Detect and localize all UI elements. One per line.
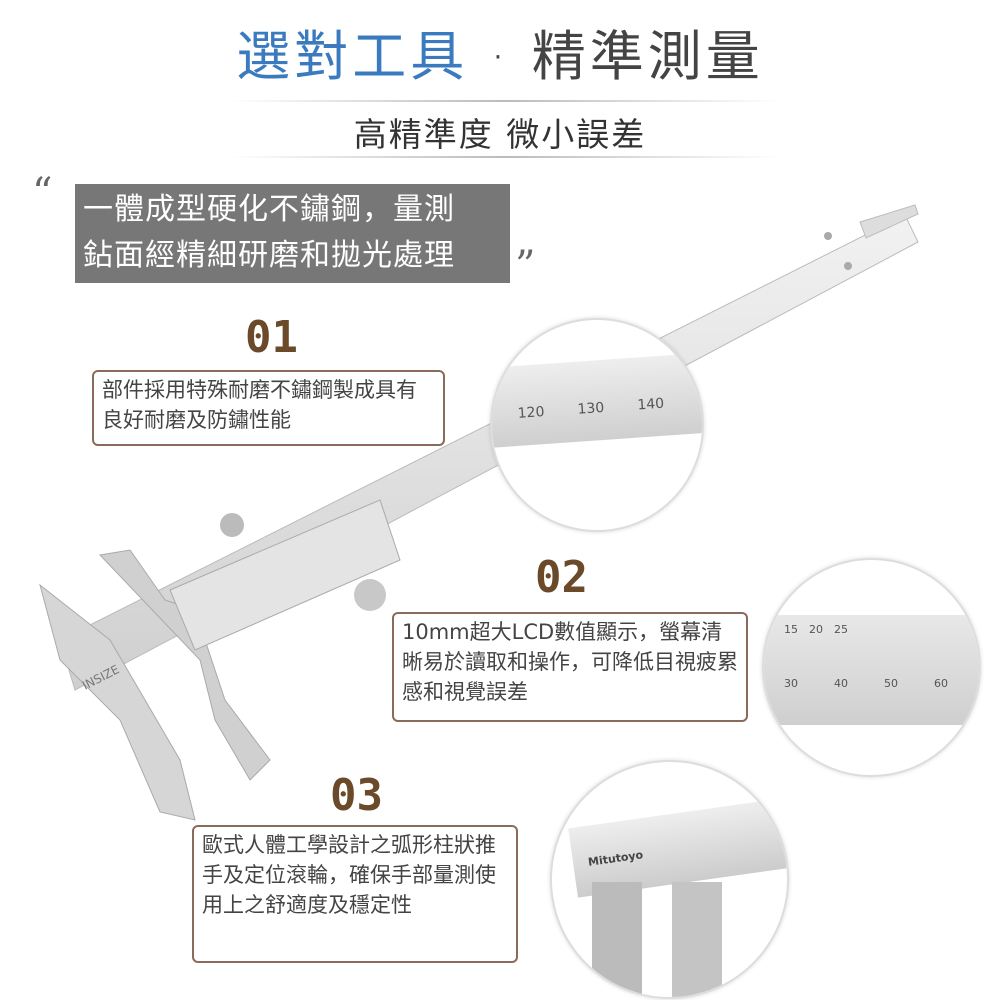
detail-circle-vernier: 15 20 25 30 40 50 60	[762, 558, 981, 777]
close-quote-mark: ”	[515, 243, 536, 289]
feature-number-3: 03	[330, 770, 383, 821]
page-title: 選對工具 · 精準測量	[0, 12, 1000, 91]
title-highlight: 選對工具	[236, 25, 469, 88]
scale-label: 120	[517, 404, 545, 422]
scale-label: 140	[636, 395, 665, 414]
fixed-jaw	[39, 583, 196, 821]
depth-rod	[859, 204, 919, 239]
scale-label: 15	[784, 623, 798, 636]
thumb-push	[354, 579, 386, 611]
subtitle: 高精準度 微小誤差	[353, 115, 647, 154]
detail-circle-jaws: Mitutoyo	[550, 760, 789, 999]
title-rest: 精準測量	[531, 25, 764, 88]
divider-bottom	[230, 156, 780, 158]
feature-box-1: 部件採用特殊耐磨不鏽鋼製成具有良好耐磨及防鏽性能	[92, 370, 445, 446]
scale-label: 60	[934, 677, 948, 690]
quote-line-1: 一體成型硬化不鏽鋼，量測	[83, 192, 455, 227]
feature-box-3: 歐式人體工學設計之弧形柱狀推手及定位滾輪，確保手部量測使用上之舒適度及穩定性	[192, 825, 518, 963]
feature-box-2: 10mm超大LCD數值顯示，螢幕清晰易於讀取和操作，可降低目視疲累感和視覺誤差	[392, 612, 748, 722]
title-separator: ·	[489, 25, 511, 88]
sliding-jaw	[98, 549, 271, 781]
thumb-roller	[220, 513, 244, 537]
detail-circle-scale: 120 130 140	[490, 318, 704, 532]
scale-label: 130	[577, 399, 605, 418]
vernier-slider	[169, 499, 401, 651]
scale-label: 30	[784, 677, 798, 690]
feature-number-2: 02	[535, 552, 588, 603]
scale-label: 40	[834, 677, 848, 690]
scale-label: 25	[834, 623, 848, 636]
scale-label: 50	[884, 677, 898, 690]
quote-line-2: 鉆面經精細研磨和拋光處理	[83, 238, 455, 273]
open-quote-mark: “	[32, 170, 53, 216]
caliper-brand-mitutoyo: Mitutoyo	[587, 848, 644, 869]
scale-label: 20	[809, 623, 823, 636]
quote-box: 一體成型硬化不鏽鋼，量測 鉆面經精細研磨和拋光處理	[75, 184, 510, 283]
divider-top	[230, 100, 780, 102]
feature-number-1: 01	[245, 312, 298, 363]
